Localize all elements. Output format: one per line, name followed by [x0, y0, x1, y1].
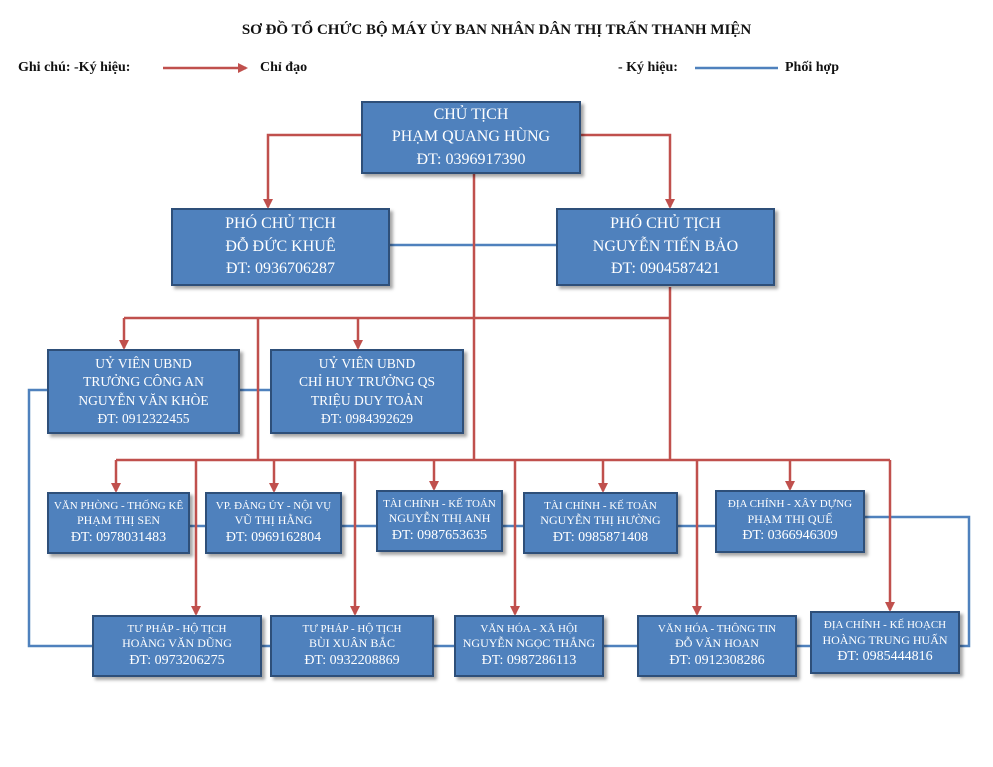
- party-office-l3: ĐT: 0969162804: [225, 529, 322, 545]
- finance2-l2: NGUYỄN THỊ HƯỜNG: [540, 513, 661, 528]
- office-l3: ĐT: 0978031483: [70, 529, 167, 545]
- land-plan-l3: ĐT: 0985444816: [837, 649, 933, 665]
- chairman-phone: ĐT: 0396917390: [416, 150, 526, 168]
- justice2-l3: ĐT: 0932208869: [304, 652, 400, 668]
- coordination-lines: [27, 243, 971, 648]
- military-l4: ĐT: 0984392629: [321, 410, 413, 426]
- land-planning-box: ĐỊA CHÍNH - KẾ HOẠCH HOÀNG TRUNG HUẤN ĐT…: [810, 611, 960, 674]
- justice-2-box: TƯ PHÁP - HỘ TỊCH BÙI XUÂN BẮC ĐT: 09322…: [270, 615, 434, 677]
- land-build-l3: ĐT: 0366946309: [742, 528, 838, 544]
- culture1-l2: NGUYỄN NGỌC THẮNG: [462, 636, 596, 651]
- justice1-l2: HOÀNG VĂN DŨNG: [122, 636, 232, 651]
- chairman-name: PHẠM QUANG HÙNG: [391, 128, 551, 146]
- finance-1-box: TÀI CHÍNH - KẾ TOÁN NGUYỄN THỊ ANH ĐT: 0…: [376, 490, 503, 552]
- culture2-l3: ĐT: 0912308286: [669, 652, 765, 668]
- office-l2: PHẠM THỊ SEN: [76, 513, 161, 528]
- police-l2: TRƯỞNG CÔNG AN: [83, 374, 204, 390]
- justice2-l1: TƯ PHÁP - HỘ TỊCH: [302, 622, 402, 635]
- vice-chairman-left-box: PHÓ CHỦ TỊCH ĐỖ ĐỨC KHUÊ ĐT: 0936706287: [171, 208, 390, 286]
- legend-coordinate-prefix: - Ký hiệu:: [618, 60, 678, 75]
- finance1-l2: NGUYỄN THỊ ANH: [388, 511, 491, 526]
- finance1-l3: ĐT: 0987653635: [391, 527, 488, 543]
- police-l1: UỶ VIÊN UBND: [95, 356, 192, 372]
- land-plan-l2: HOÀNG TRUNG HUẤN: [822, 632, 948, 647]
- party-office-l2: VŨ THỊ HẰNG: [234, 513, 313, 528]
- military-chief-box: UỶ VIÊN UBND CHỈ HUY TRƯỞNG QS TRIỆU DUY…: [270, 349, 464, 434]
- legend-direct-prefix: Ghi chú: -Ký hiệu:: [18, 60, 131, 75]
- directive-lines: [111, 133, 895, 616]
- finance1-l1: TÀI CHÍNH - KẾ TOÁN: [383, 497, 496, 510]
- land-build-l2: PHẠM THỊ QUẾ: [747, 511, 833, 526]
- military-l2: CHỈ HUY TRƯỞNG QS: [298, 374, 436, 390]
- finance-2-box: TÀI CHÍNH - KẾ TOÁN NGUYỄN THỊ HƯỜNG ĐT:…: [523, 492, 678, 554]
- culture1-l1: VĂN HÓA - XÃ HỘI: [480, 622, 578, 635]
- finance2-l1: TÀI CHÍNH - KẾ TOÁN: [544, 499, 657, 512]
- military-l3: TRIỆU DUY TOẢN: [310, 392, 424, 408]
- land-build-l1: ĐỊA CHÍNH - XÂY DỰNG: [727, 498, 853, 511]
- vice-right-name: NGUYỄN TIẾN BẢO: [592, 237, 739, 255]
- land-construction-box: ĐỊA CHÍNH - XÂY DỰNG PHẠM THỊ QUẾ ĐT: 03…: [715, 490, 865, 553]
- vice-right-phone: ĐT: 0904587421: [611, 260, 720, 278]
- police-l4: ĐT: 0912322455: [97, 410, 190, 426]
- culture2-l2: ĐỖ VĂN HOAN: [675, 636, 759, 651]
- vice-left-phone: ĐT: 0936706287: [226, 260, 335, 278]
- military-l1: UỶ VIÊN UBND: [318, 356, 416, 372]
- finance2-l3: ĐT: 0985871408: [552, 529, 649, 545]
- party-office-box: VP. ĐẢNG ỦY - NỘI VỤ VŨ THỊ HẰNG ĐT: 096…: [205, 492, 342, 554]
- police-chief-box: UỶ VIÊN UBND TRƯỞNG CÔNG AN NGUYỄN VĂN K…: [47, 349, 240, 434]
- culture-society-box: VĂN HÓA - XÃ HỘI NGUYỄN NGỌC THẮNG ĐT: 0…: [454, 615, 604, 677]
- culture2-l1: VĂN HÓA - THÔNG TIN: [657, 622, 777, 635]
- legend-direct-label: Chỉ đạo: [260, 60, 308, 75]
- vice-left-role: PHÓ CHỦ TỊCH: [225, 215, 336, 233]
- culture1-l3: ĐT: 0987286113: [481, 652, 577, 668]
- vice-left-name: ĐỖ ĐỨC KHUÊ: [225, 237, 336, 255]
- legend-coordinate-label: Phối hợp: [785, 60, 840, 75]
- justice1-l3: ĐT: 0973206275: [129, 652, 225, 668]
- chairman-role: CHỦ TỊCH: [433, 105, 509, 123]
- justice1-l1: TƯ PHÁP - HỘ TỊCH: [127, 622, 227, 635]
- office-stats-box: VĂN PHÒNG - THỐNG KÊ PHẠM THỊ SEN ĐT: 09…: [47, 492, 190, 554]
- police-l3: NGUYỄN VĂN KHÒE: [78, 392, 209, 408]
- culture-information-box: VĂN HÓA - THÔNG TIN ĐỖ VĂN HOAN ĐT: 0912…: [637, 615, 797, 677]
- chairman-box: CHỦ TỊCH PHẠM QUANG HÙNG ĐT: 0396917390: [361, 101, 581, 174]
- vice-chairman-right-box: PHÓ CHỦ TỊCH NGUYỄN TIẾN BẢO ĐT: 0904587…: [556, 208, 775, 286]
- vice-right-role: PHÓ CHỦ TỊCH: [610, 215, 721, 233]
- office-l1: VĂN PHÒNG - THỐNG KÊ: [53, 499, 184, 512]
- justice-1-box: TƯ PHÁP - HỘ TỊCH HOÀNG VĂN DŨNG ĐT: 097…: [92, 615, 262, 677]
- land-plan-l1: ĐỊA CHÍNH - KẾ HOẠCH: [823, 619, 947, 632]
- chart-title: SƠ ĐỒ TỔ CHỨC BỘ MÁY ỦY BAN NHÂN DÂN THỊ…: [241, 22, 752, 38]
- party-office-l1: VP. ĐẢNG ỦY - NỘI VỤ: [215, 499, 332, 512]
- justice2-l2: BÙI XUÂN BẮC: [308, 636, 395, 651]
